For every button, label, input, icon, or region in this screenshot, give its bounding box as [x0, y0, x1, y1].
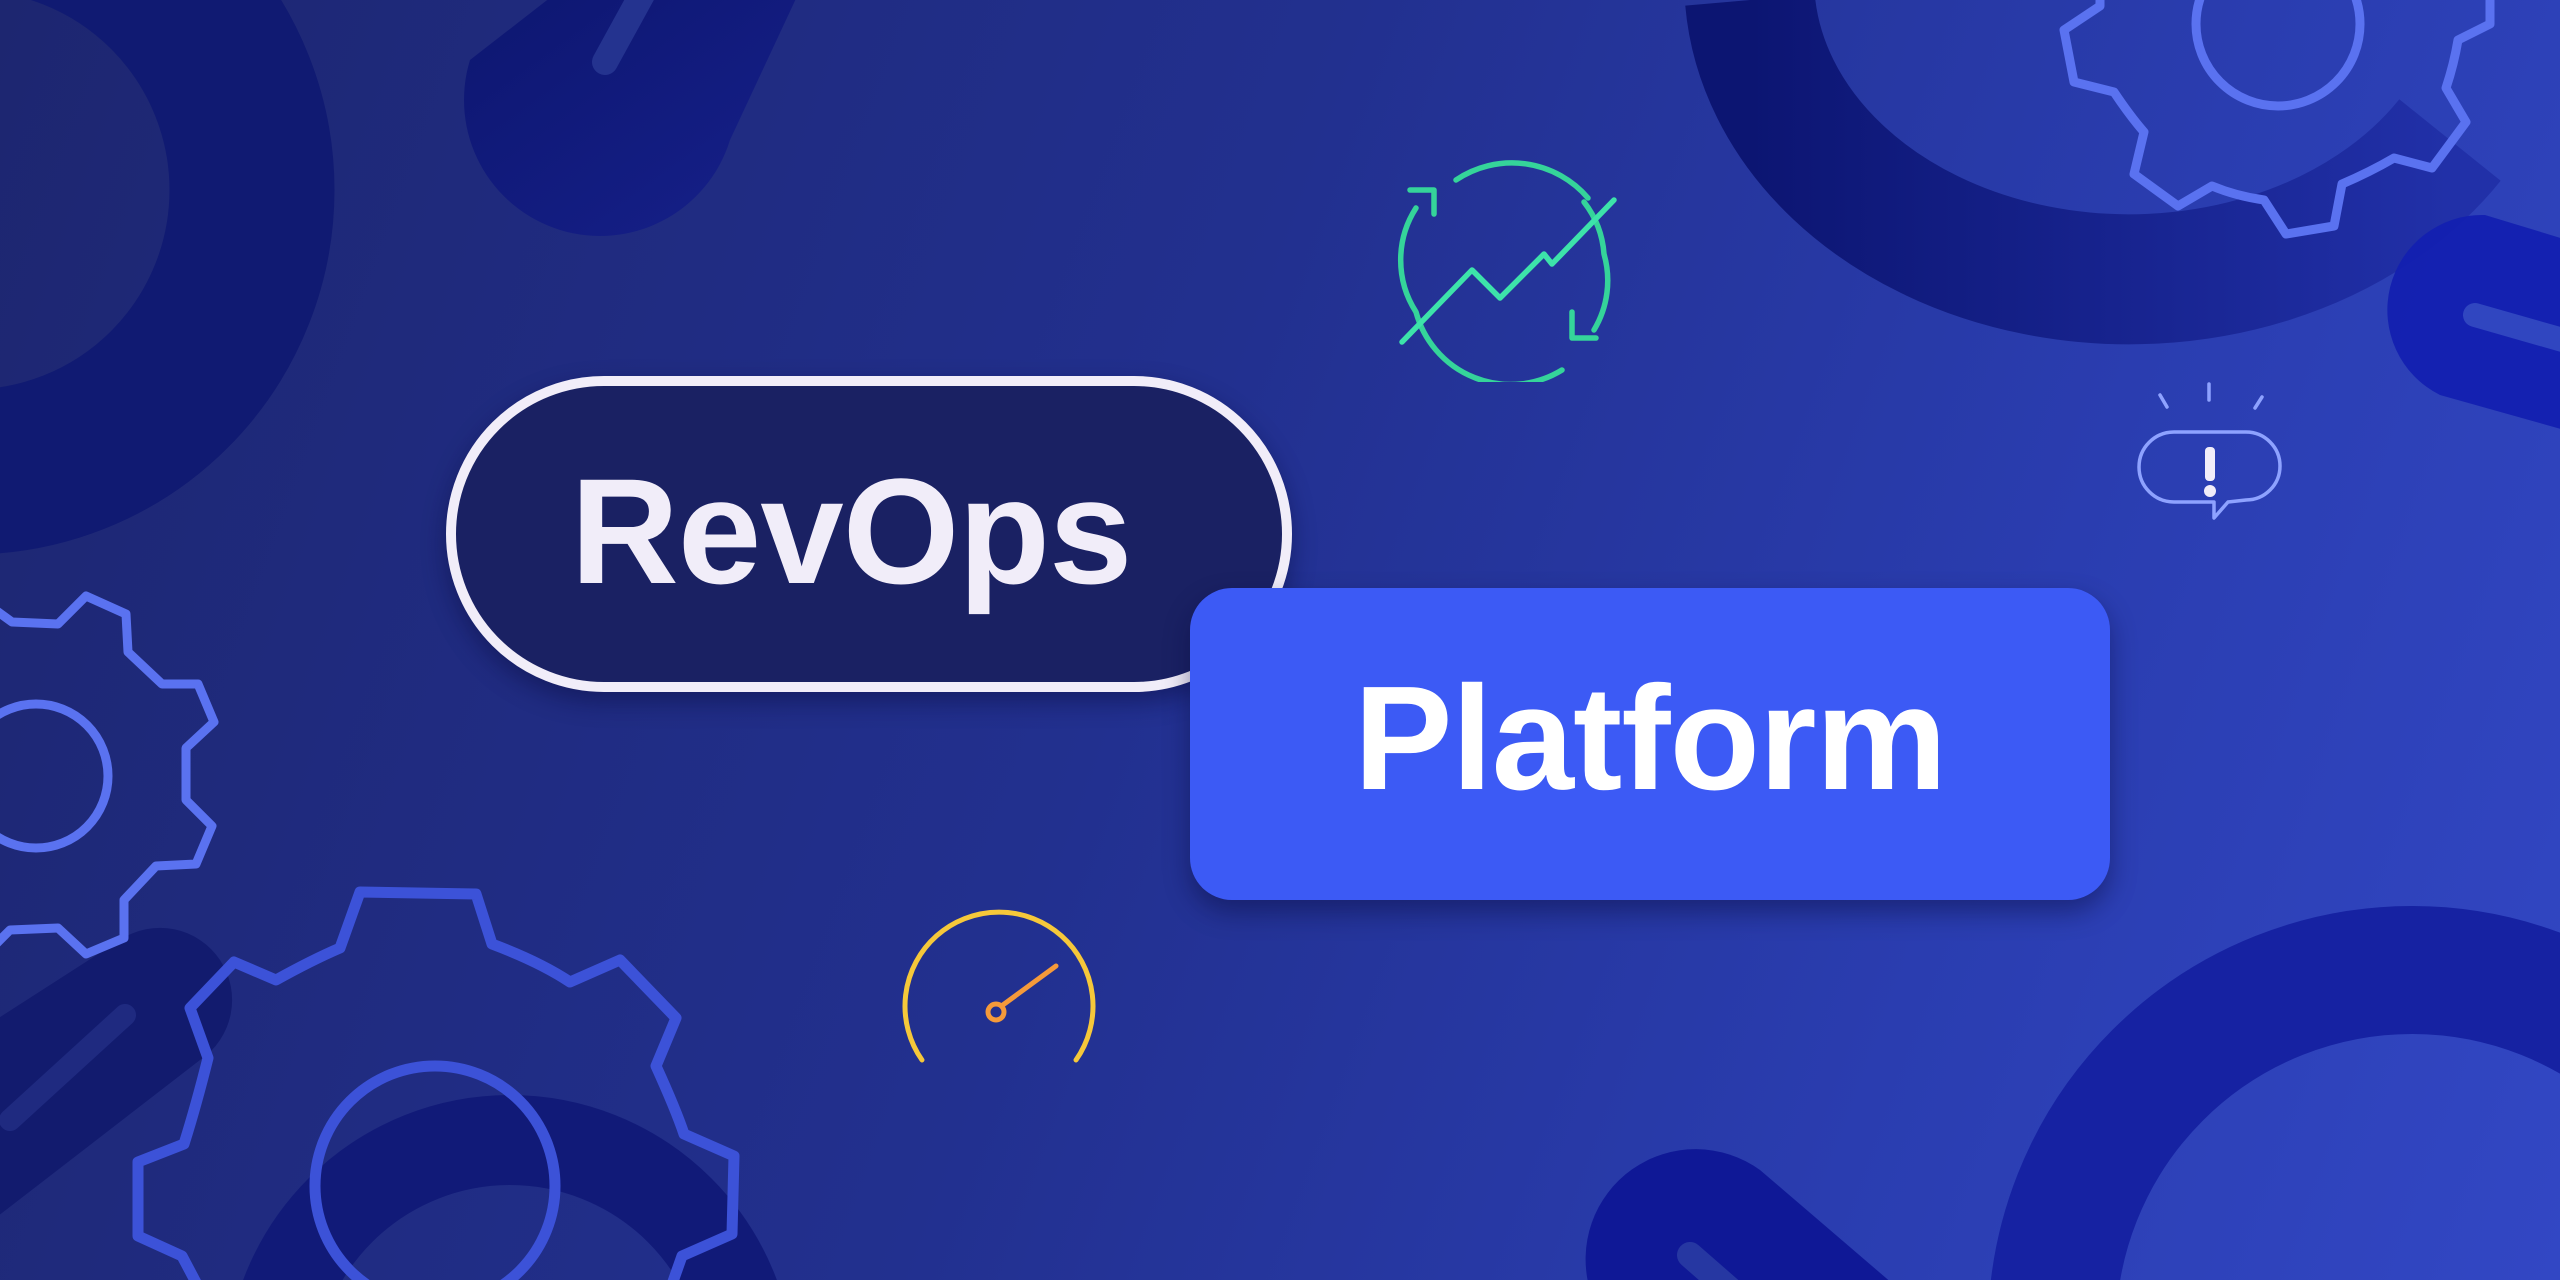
alert-speech-bubble-icon: [2137, 382, 2282, 520]
gear-icon: [132, 886, 740, 1280]
speedometer-icon: [902, 909, 1096, 1063]
pill-shape-top: [463, 0, 796, 237]
pill-shape-bottom-left: [0, 927, 233, 1215]
gear-icon: [2059, 0, 2495, 239]
primary-label-text: RevOps: [570, 446, 1133, 615]
arc-shape-bottom-left: [243, 1095, 777, 1280]
platform-box-label: Platform: [1190, 588, 2110, 900]
arc-shape-top-right: [1685, 0, 2501, 345]
gear-icon: [0, 591, 219, 959]
growth-chart-cycle-icon: [1397, 160, 1617, 382]
revops-pill-label: RevOps: [446, 376, 1292, 692]
pill-shape-bottom: [1585, 1149, 1889, 1280]
ring-shape-top-left: [0, 0, 335, 554]
ring-shape-bottom-right: [1990, 906, 2560, 1280]
pill-shape-right: [2387, 214, 2560, 429]
secondary-label-text: Platform: [1353, 656, 1947, 821]
